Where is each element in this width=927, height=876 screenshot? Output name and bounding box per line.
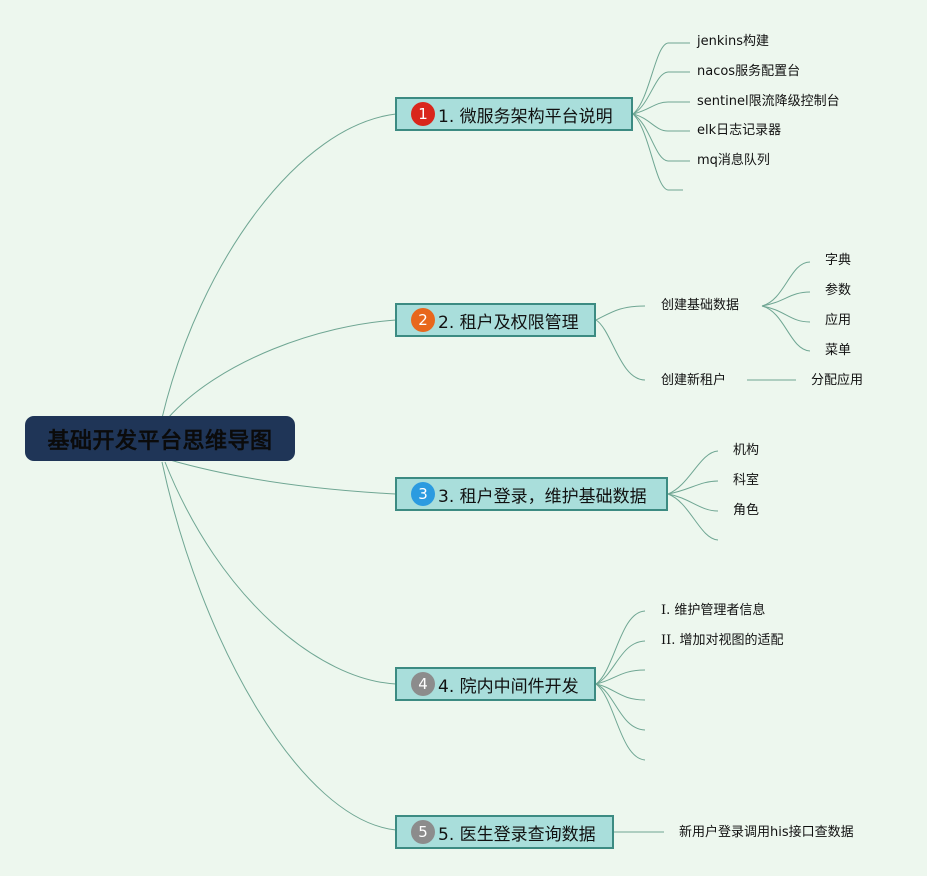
number-badge-5-icon: 5	[411, 820, 435, 844]
topic-2-label: 2. 租户及权限管理	[438, 312, 579, 333]
connector-t4-leaf-3	[595, 669, 646, 685]
topic-1-leaf-5[interactable]: mq消息队列	[697, 153, 770, 168]
connector-t4-leaf-4	[595, 683, 646, 701]
topic-2-sub-1-leaf-4[interactable]: 菜单	[825, 343, 852, 358]
number-badge-4-icon: 4	[411, 672, 435, 696]
topic-2-sub-2[interactable]: 创建新租户	[661, 373, 727, 388]
topic-3[interactable]: 3 3. 租户登录，维护基础数据	[395, 477, 668, 511]
topic-2-sub-1[interactable]: 创建基础数据	[661, 298, 740, 313]
connector-t2s1-leaf-3	[761, 305, 811, 323]
topic-3-leaf-3[interactable]: 角色	[733, 503, 760, 518]
topic-2-sub-1-leaf-3[interactable]: 应用	[825, 313, 852, 328]
topic-5-label: 5. 医生登录查询数据	[438, 824, 596, 845]
topic-4[interactable]: 4 4. 院内中间件开发	[395, 667, 596, 701]
topic-1-leaf-2[interactable]: nacos服务配置台	[697, 64, 801, 79]
connector-t2s1-leaf-4	[761, 305, 811, 352]
number-badge-2-icon: 2	[411, 308, 435, 332]
connector-t2-sub-2	[595, 319, 646, 381]
topic-2[interactable]: 2 2. 租户及权限管理	[395, 303, 596, 337]
connector-t4-leaf-6	[595, 683, 646, 761]
connector-root-topic-5	[161, 461, 397, 831]
topic-3-leaf-2[interactable]: 科室	[733, 473, 760, 488]
topic-2-sub-1-leaf-1[interactable]: 字典	[825, 253, 852, 268]
topic-1-leaf-1[interactable]: jenkins构建	[697, 34, 770, 49]
topic-1-leaf-4[interactable]: elk日志记录器	[697, 123, 782, 138]
topic-4-label: 4. 院内中间件开发	[438, 676, 579, 697]
connector-root-topic-1	[161, 113, 397, 419]
topic-2-sub-2-leaf-1[interactable]: 分配应用	[811, 373, 864, 388]
connector-t3-leaf-2	[667, 480, 719, 495]
connector-t4-leaf-1	[595, 610, 646, 685]
root-topic-label: 基础开发平台思维导图	[47, 428, 273, 454]
topic-4-leaf-1[interactable]: I. 维护管理者信息	[661, 603, 766, 618]
topic-3-leaf-1[interactable]: 机构	[733, 443, 760, 458]
connector-t1-leaf-6	[632, 113, 683, 191]
connector-t3-leaf-4	[667, 493, 719, 541]
topic-1-leaf-3[interactable]: sentinel限流降级控制台	[697, 94, 840, 109]
topic-1[interactable]: 1 1. 微服务架构平台说明	[395, 97, 633, 131]
connector-t2-sub-1	[595, 305, 646, 321]
connector-t2s1-leaf-1	[761, 261, 811, 307]
connector-root-topic-4	[164, 461, 397, 685]
connector-root-topic-2	[167, 319, 397, 419]
connector-t1-leaf-2	[632, 71, 690, 115]
connector-t1-leaf-1	[632, 42, 690, 115]
topic-4-leaf-2[interactable]: II. 增加对视图的适配	[661, 633, 784, 648]
number-badge-3-icon: 3	[411, 482, 435, 506]
connector-t1-leaf-5	[632, 113, 690, 162]
topic-1-label: 1. 微服务架构平台说明	[438, 106, 613, 127]
connector-t3-leaf-3	[667, 493, 719, 512]
topic-2-sub-1-leaf-2[interactable]: 参数	[825, 283, 852, 298]
topic-5-leaf-1[interactable]: 新用户登录调用his接口查数据	[679, 825, 854, 840]
topic-3-label: 3. 租户登录，维护基础数据	[438, 486, 647, 507]
connector-root-topic-3	[169, 459, 397, 495]
connector-t3-leaf-1	[667, 450, 719, 495]
connector-t4-leaf-5	[595, 683, 646, 731]
connector-t4-leaf-2	[595, 640, 646, 685]
connector-t2s1-leaf-2	[761, 291, 811, 307]
connector-t1-leaf-3	[632, 101, 690, 115]
root-topic[interactable]: 基础开发平台思维导图	[25, 416, 295, 461]
topic-5[interactable]: 5 5. 医生登录查询数据	[395, 815, 614, 849]
number-badge-1-icon: 1	[411, 102, 435, 126]
connector-t1-leaf-4	[632, 113, 690, 132]
